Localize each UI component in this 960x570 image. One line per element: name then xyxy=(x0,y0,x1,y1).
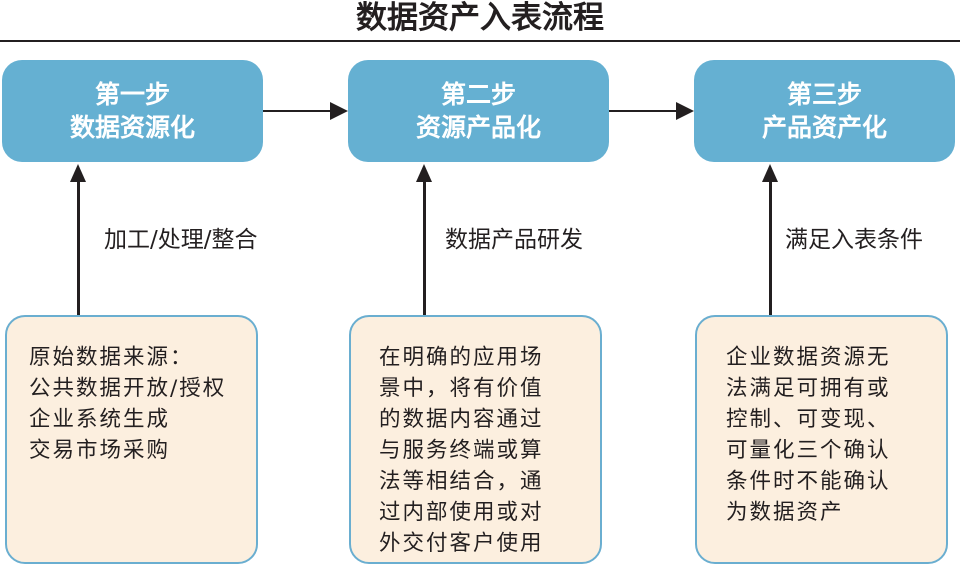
card-line: 企业系统生成 xyxy=(29,407,171,432)
card-line: 与服务终端或算 xyxy=(379,438,544,463)
card-line: 企业数据资源无 xyxy=(726,345,891,370)
card-line: 条件时不能确认 xyxy=(726,469,891,494)
card-line: 公共数据开放/授权 xyxy=(29,376,227,401)
step-3-name: 产品资产化 xyxy=(761,113,887,142)
transition-label-1: 加工/处理/整合 xyxy=(104,227,258,253)
card-line: 在明确的应用场 xyxy=(379,345,544,370)
card-line: 可量化三个确认 xyxy=(726,438,891,463)
arrow-1-2-line xyxy=(263,110,331,112)
card-line: 法满足可拥有或 xyxy=(726,376,891,401)
step-3-box: 第三步 产品资产化 xyxy=(694,60,955,162)
step-2-number: 第二步 xyxy=(440,80,516,109)
transition-label-2: 数据产品研发 xyxy=(445,227,583,253)
step-3-number: 第三步 xyxy=(786,80,862,109)
card-1-text: 原始数据来源： 公共数据开放/授权企业系统生成交易市场采购 xyxy=(29,342,226,466)
step-1-number: 第一步 xyxy=(94,80,170,109)
arrow-up-2-line xyxy=(423,180,426,315)
step-1-box: 第一步 数据资源化 xyxy=(2,60,263,162)
diagram-title: 数据资产入表流程 xyxy=(356,0,604,36)
step-2-name: 资源产品化 xyxy=(415,113,541,142)
card-3-text: 企业数据资源无法满足可拥有或控制、可变现、可量化三个确认条件时不能确认为数据资产 xyxy=(726,342,891,528)
card-line: 外交付客户使用 xyxy=(379,531,544,556)
title-divider xyxy=(0,40,960,42)
arrow-up-1-line xyxy=(77,180,80,315)
card-line: 交易市场采购 xyxy=(29,438,171,463)
arrow-up-1-head-icon xyxy=(70,164,86,182)
card-line: 过内部使用或对 xyxy=(379,500,544,525)
card-line: 的数据内容通过 xyxy=(379,407,544,432)
card-2: 在明确的应用场景中，将有价值的数据内容通过与服务终端或算法等相结合，通过内部使用… xyxy=(349,315,602,564)
arrow-up-2-head-icon xyxy=(416,164,432,182)
arrow-1-2-head-icon xyxy=(330,102,348,120)
step-2-box: 第二步 资源产品化 xyxy=(348,60,609,162)
arrow-up-3-line xyxy=(769,180,772,315)
card-2-text: 在明确的应用场景中，将有价值的数据内容通过与服务终端或算法等相结合，通过内部使用… xyxy=(379,342,544,559)
arrow-up-3-head-icon xyxy=(762,164,778,182)
step-1-name: 数据资源化 xyxy=(69,113,195,142)
card-line: 法等相结合，通 xyxy=(379,469,544,494)
arrow-2-3-head-icon xyxy=(676,102,694,120)
card-line: 为数据资产 xyxy=(726,500,844,525)
arrow-2-3-line xyxy=(609,110,677,112)
card-line: 原始数据来源： xyxy=(29,345,194,370)
card-line: 景中，将有价值 xyxy=(379,376,544,401)
card-3: 企业数据资源无法满足可拥有或控制、可变现、可量化三个确认条件时不能确认为数据资产 xyxy=(695,315,948,564)
card-1: 原始数据来源： 公共数据开放/授权企业系统生成交易市场采购 xyxy=(5,315,258,564)
card-line: 控制、可变现、 xyxy=(726,407,891,432)
transition-label-3: 满足入表条件 xyxy=(785,227,923,253)
